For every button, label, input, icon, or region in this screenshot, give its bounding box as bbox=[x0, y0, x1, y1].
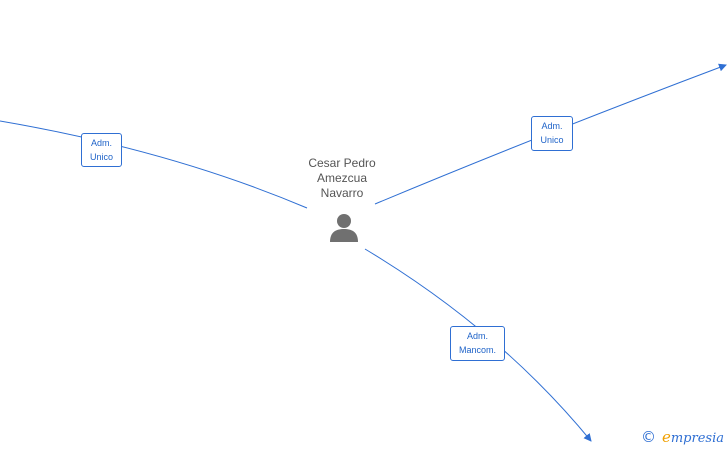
role-box-adm-unico-left[interactable]: Adm. Unico bbox=[81, 133, 122, 167]
role-right-line-1: Adm. bbox=[541, 121, 563, 131]
role-right-line-2: Unico bbox=[540, 135, 564, 145]
role-bottom-line-2: Mancom. bbox=[458, 345, 496, 355]
role-box-adm-mancom[interactable]: Adm. Mancom. bbox=[450, 326, 505, 361]
footer-branding: © empresia bbox=[641, 428, 724, 446]
role-box-adm-unico-right[interactable]: Adm. Unico bbox=[531, 116, 573, 151]
brand-logo[interactable]: empresia bbox=[662, 428, 724, 446]
person-silhouette-icon[interactable] bbox=[328, 212, 360, 242]
role-left-line-2: Unico bbox=[89, 152, 113, 162]
copyright-icon: © bbox=[640, 428, 656, 446]
brand-logo-initial: e bbox=[661, 428, 671, 446]
brand-logo-rest: mpresia bbox=[670, 431, 724, 446]
edge-left bbox=[0, 120, 308, 209]
role-bottom-line-1: Adm. bbox=[466, 331, 488, 341]
person-name-line-1: Cesar Pedro bbox=[308, 156, 376, 170]
person-name[interactable]: Cesar Pedro Amezcua Navarro bbox=[286, 156, 398, 201]
role-left-line-1: Adm. bbox=[90, 138, 112, 148]
person-name-line-3: Navarro bbox=[320, 186, 364, 200]
person-name-line-2: Amezcua bbox=[316, 171, 368, 185]
